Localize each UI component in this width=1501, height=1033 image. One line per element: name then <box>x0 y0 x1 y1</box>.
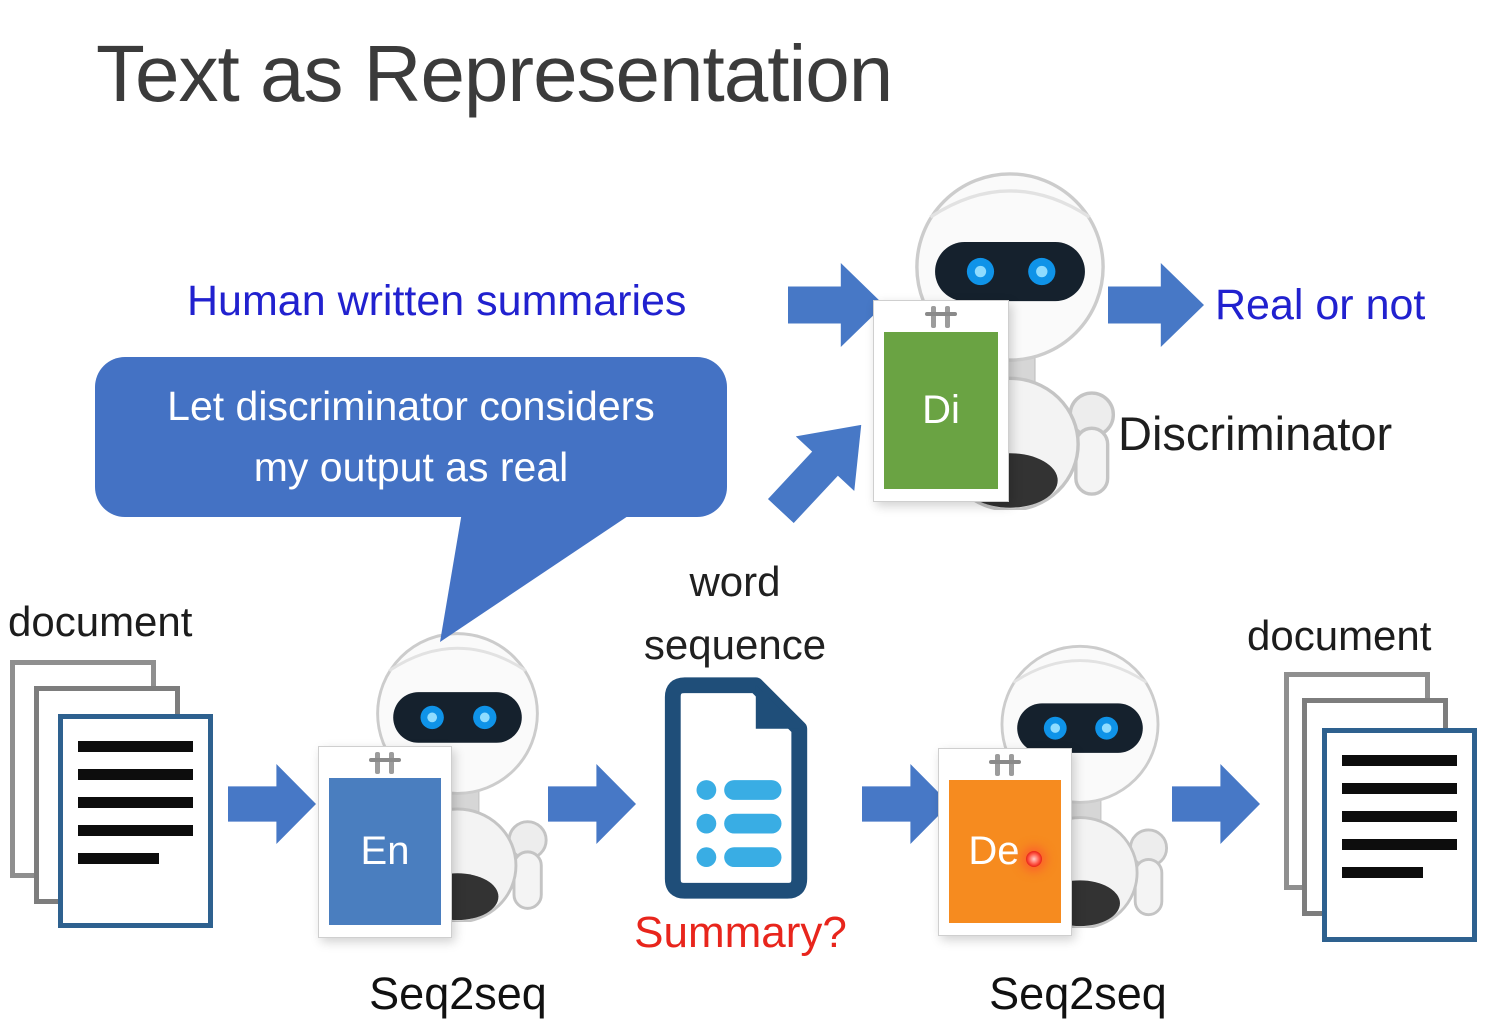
document-stack-icon <box>1278 672 1493 952</box>
laser-pointer-dot <box>1025 850 1042 867</box>
word-sequence-document-icon <box>655 672 823 904</box>
encoder-seq2seq-label: Seq2seq <box>369 968 547 1019</box>
badge-clip-icon <box>989 754 1021 776</box>
arrow-up-right-icon <box>752 398 891 539</box>
word-sequence-label: word sequence <box>610 550 860 676</box>
speech-bubble-tail <box>440 512 634 642</box>
right-document-label: document <box>1247 612 1432 659</box>
decoder-badge-text: De <box>968 829 1020 873</box>
decoder-seq2seq-label: Seq2seq <box>989 968 1167 1019</box>
word-sequence-label-line2: sequence <box>643 621 827 668</box>
word-sequence-label-line1: word <box>689 558 781 605</box>
left-document-label: document <box>8 598 193 645</box>
discriminator-badge: Di <box>884 332 998 489</box>
decoder-badge: De <box>949 780 1061 923</box>
arrow-decoder-to-document-icon <box>1172 764 1260 844</box>
arrow-into-discriminator-icon <box>788 263 884 347</box>
summary-question-label: Summary? <box>634 908 847 957</box>
arrow-document-to-encoder-icon <box>228 764 316 844</box>
badge-clip-icon <box>925 306 957 328</box>
decoder-badge-card: De <box>938 748 1072 936</box>
encoder-badge-card: En <box>318 746 452 938</box>
speech-bubble-line1: Let discriminator considers <box>167 382 655 429</box>
arrow-word-sequence-to-decoder-icon <box>862 764 950 844</box>
page-title: Text as Representation <box>96 29 893 118</box>
discriminator-badge-card: Di <box>873 300 1009 502</box>
speech-bubble-line2: my output as real <box>253 444 569 490</box>
encoder-badge: En <box>329 778 441 925</box>
real-or-not-label: Real or not <box>1215 281 1426 329</box>
human-written-summaries-label: Human written summaries <box>187 277 687 325</box>
document-stack-icon <box>10 660 225 932</box>
speech-bubble: Let discriminator considers my output as… <box>95 357 727 517</box>
badge-clip-icon <box>369 752 401 774</box>
discriminator-label: Discriminator <box>1118 407 1393 460</box>
